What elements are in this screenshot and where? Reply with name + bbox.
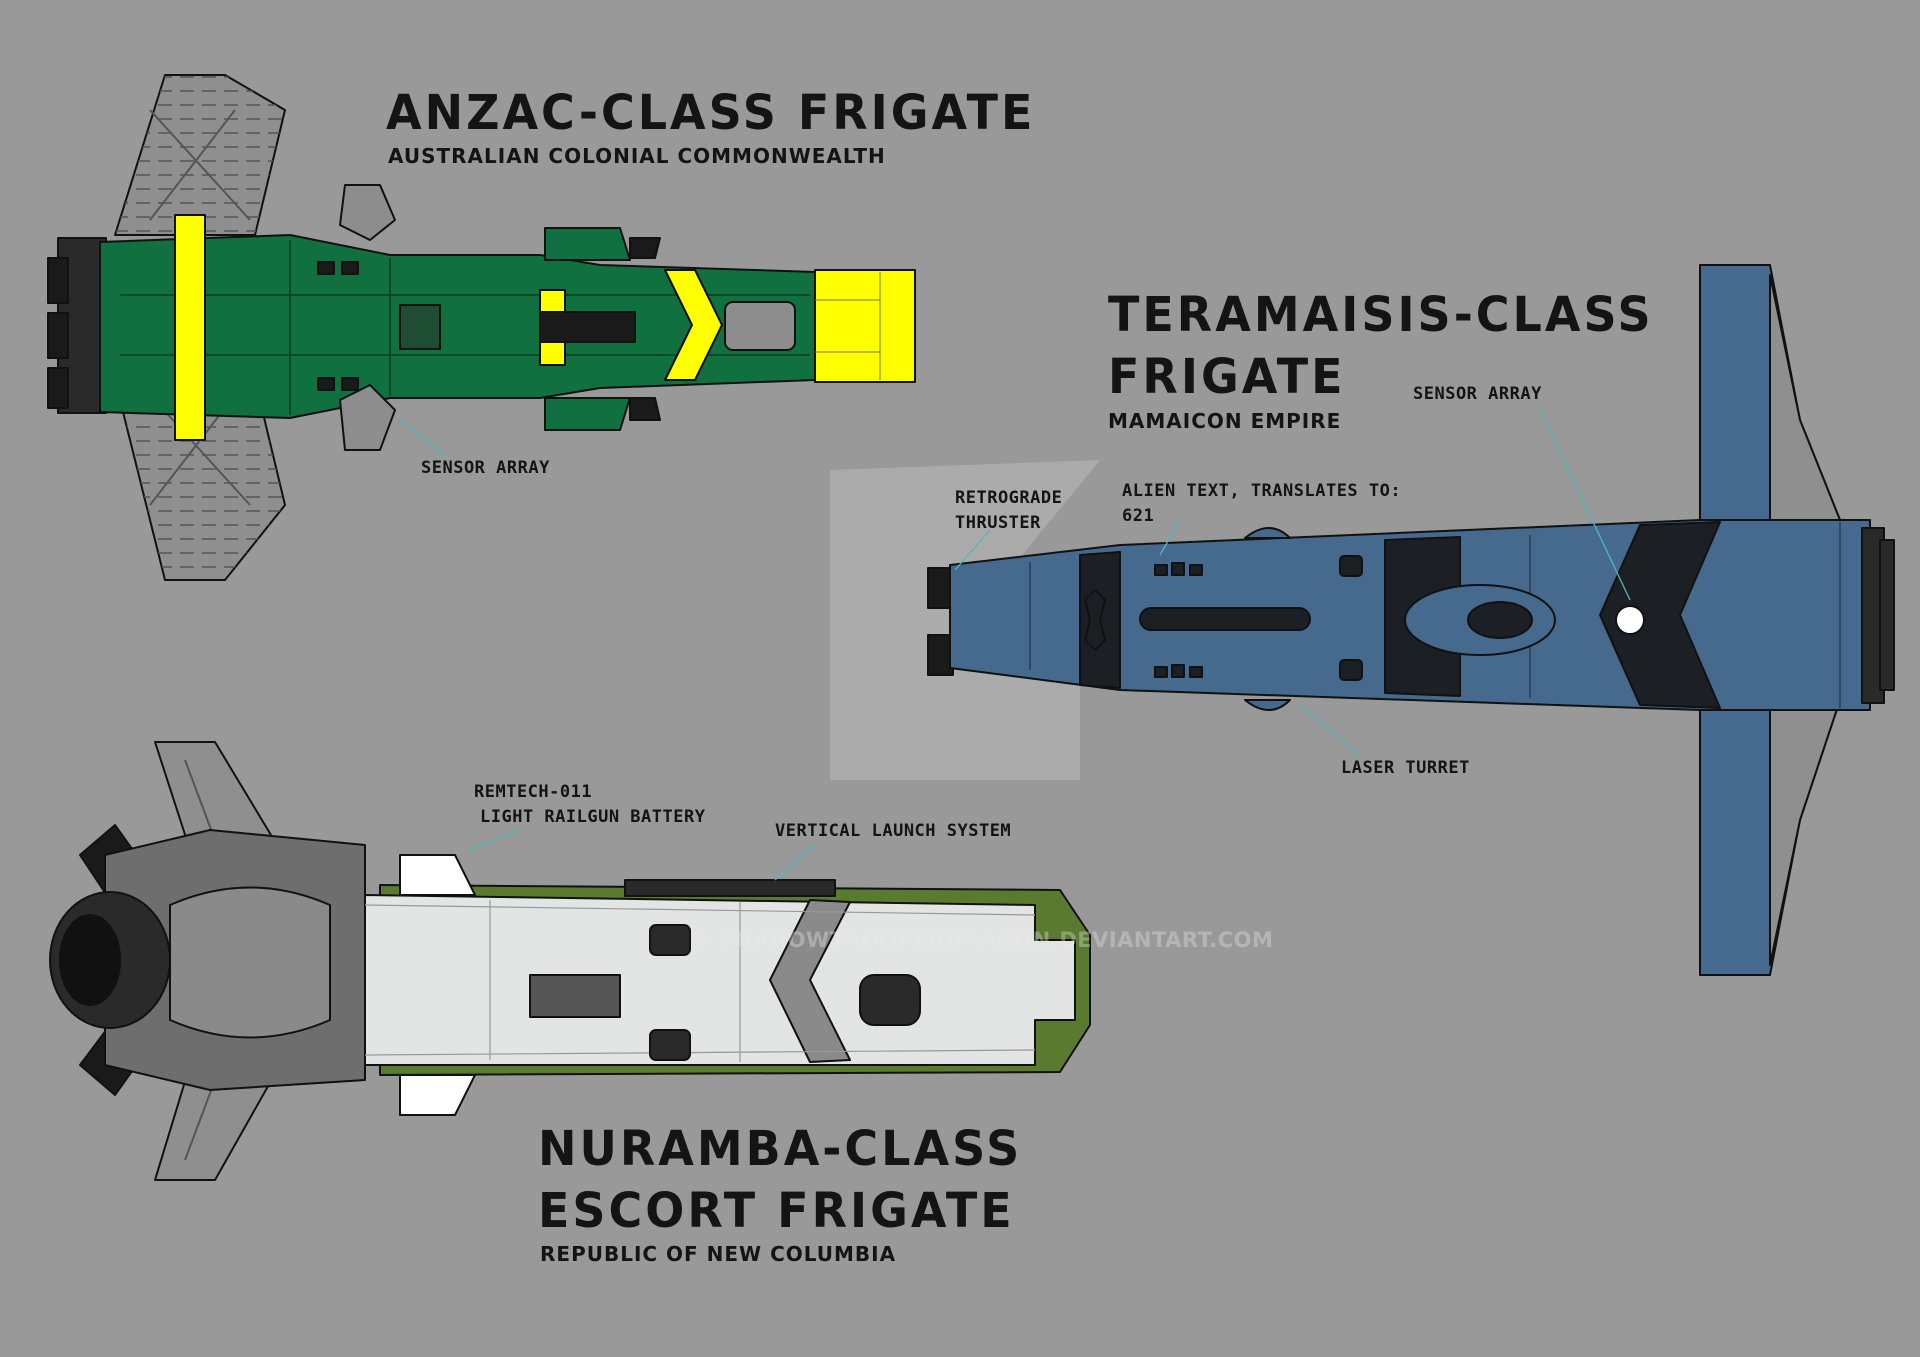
- anzac-faction: AUSTRALIAN COLONIAL COMMONWEALTH: [388, 144, 886, 168]
- teramaisis-dark-chevron: [1599, 521, 1721, 709]
- nuramba-spine: [169, 886, 331, 1039]
- anzac-turret-top: [544, 227, 661, 261]
- nuramba-railgun-battery: [399, 854, 476, 1116]
- nuramba-turrets: [649, 924, 691, 1061]
- teramaisis-retro-thrusters: [927, 567, 954, 676]
- teramaisis-alien-label-line1: ALIEN TEXT, TRANSLATES TO:: [1122, 481, 1402, 501]
- watermark-text: © SHADOWTROOPERDRAGON.DEVIANTART.COM: [690, 928, 1274, 952]
- nuramba-railgun-label-line1: REMTECH-011: [474, 782, 593, 802]
- teramaisis-alien-leader: [1159, 519, 1181, 556]
- teramaisis-emblem: [1084, 589, 1106, 651]
- anzac-engine-nozzles: [47, 257, 69, 409]
- leader-lines: [399, 409, 1631, 881]
- teramaisis-wing-bottom: [1699, 689, 1841, 976]
- nuramba-panel-lines: [364, 900, 1036, 1062]
- teramaisis-title-line1: TERAMAISIS-CLASS: [1108, 285, 1654, 343]
- teramaisis-bridge-canopy: [1467, 601, 1533, 639]
- anzac-turret-bottom: [544, 397, 661, 431]
- nuramba-wing-top: [154, 741, 281, 851]
- anzac-sensor-label: SENSOR ARRAY: [421, 458, 550, 478]
- anzac-vls-grille: [539, 311, 636, 343]
- teramaisis-faction: MAMAICON EMPIRE: [1108, 409, 1342, 433]
- teramaisis-engine-block: [1861, 527, 1895, 704]
- nuramba-hatch: [529, 974, 621, 1018]
- anzac-title: ANZAC-CLASS FRIGATE: [386, 83, 1036, 141]
- anzac-bridge: [724, 301, 796, 351]
- teramaisis-laser-turrets: [1244, 527, 1291, 711]
- teramaisis-retro-leader: [954, 529, 991, 571]
- teramaisis-alien-glyphs: [1154, 562, 1203, 678]
- anzac-wing-top: [114, 74, 286, 236]
- nuramba-bridge: [859, 974, 921, 1026]
- anzac-bow-block: [814, 269, 916, 383]
- teramaisis-vls-grille: [1139, 607, 1311, 631]
- nuramba-grey-chevron: [769, 899, 851, 1063]
- anzac-frigate: [47, 74, 916, 581]
- anzac-bow-lines: [815, 272, 881, 380]
- nuramba-title-line1: NURAMBA-CLASS: [538, 1119, 1023, 1177]
- teramaisis-sensor-label: SENSOR ARRAY: [1413, 384, 1542, 404]
- teramaisis-wing-top: [1699, 264, 1841, 531]
- nuramba-railgun-leader: [469, 829, 521, 851]
- nuramba-vls-leader: [774, 844, 816, 881]
- teramaisis-laser-leader: [1299, 704, 1361, 756]
- nuramba-faction: REPUBLIC OF NEW COLUMBIA: [540, 1242, 897, 1266]
- nuramba-vls-label: VERTICAL LAUNCH SYSTEM: [775, 821, 1012, 841]
- nuramba-frigate: [49, 741, 1091, 1181]
- anzac-sensor-leader: [399, 419, 446, 456]
- teramaisis-retro-label-line1: RETROGRADE: [955, 488, 1063, 508]
- teramaisis-turret-caps: [1339, 555, 1363, 681]
- teramaisis-sensor-leader: [1539, 409, 1631, 601]
- anzac-hatch: [399, 304, 441, 350]
- anzac-yellow-chevron: [664, 269, 723, 381]
- teramaisis-title-line2: FRIGATE: [1108, 347, 1346, 405]
- teramaisis-alien-label-line2: 621: [1122, 506, 1155, 526]
- anzac-vents: [317, 261, 359, 391]
- teramaisis-laser-label: LASER TURRET: [1341, 758, 1470, 778]
- nuramba-vls: [624, 879, 836, 897]
- teramaisis-sensor-array: [1615, 605, 1645, 635]
- teramaisis-retro-label-line2: THRUSTER: [955, 513, 1041, 533]
- anzac-sensor-array: [339, 184, 396, 451]
- nuramba-title-line2: ESCORT FRIGATE: [538, 1181, 1015, 1239]
- nuramba-railgun-label-line2: LIGHT RAILGUN BATTERY: [480, 807, 706, 827]
- teramaisis-frigate: [927, 264, 1895, 976]
- nuramba-hull: [364, 894, 1076, 1066]
- anzac-yellow-stripe-rear: [174, 214, 206, 441]
- nuramba-engine-nozzle: [59, 914, 121, 1006]
